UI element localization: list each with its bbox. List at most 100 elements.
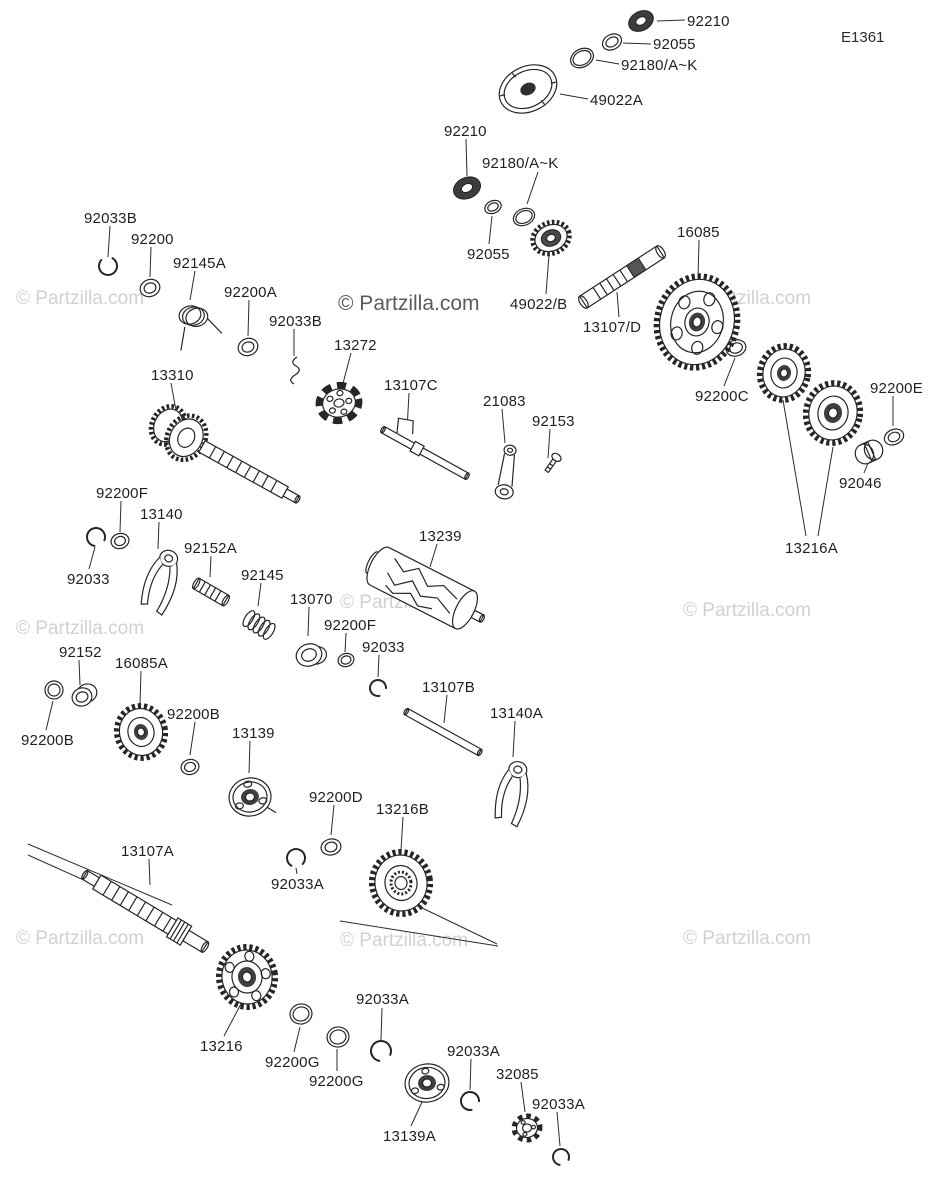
part-label: 92033 — [67, 571, 110, 588]
bolt-92153 — [544, 452, 562, 474]
circlip-92033a-4 — [552, 1148, 570, 1166]
part-label: 13140 — [140, 506, 183, 523]
part-label: 92046 — [839, 475, 882, 492]
part-label: 49022/B — [510, 296, 568, 313]
part-label: 13107B — [422, 679, 475, 696]
washer-92200f-1 — [110, 532, 130, 550]
part-label: 92200B — [167, 706, 220, 723]
part-label: 92200F — [96, 485, 149, 502]
circlip-92033a-1 — [286, 848, 306, 868]
watermark: © Partzilla.com — [683, 928, 812, 949]
drum-13239 — [365, 546, 486, 630]
clip-92033b-2 — [290, 356, 300, 385]
part-label: 92200E — [870, 380, 923, 397]
part-label: 92200D — [309, 789, 363, 806]
part-label: 92200 — [131, 231, 174, 248]
hub-13139 — [228, 777, 277, 817]
part-label: 92200A — [224, 284, 277, 301]
part-label: 13107A — [121, 843, 174, 860]
rod-13107b — [403, 707, 483, 757]
part-label: 13239 — [419, 528, 462, 545]
part-label: 21083 — [483, 393, 526, 410]
washer-92200b-2 — [180, 758, 200, 776]
part-label: 16085 — [677, 224, 720, 241]
washer-92200 — [139, 278, 161, 298]
ring-92180-mid — [512, 207, 536, 227]
sprocket-32085 — [511, 1113, 543, 1143]
fork-13140a — [494, 760, 529, 828]
ring-92200g-2 — [326, 1026, 350, 1048]
spring-92145a — [178, 305, 223, 351]
part-label: 13216 — [200, 1038, 243, 1055]
rod-13107c — [380, 417, 470, 481]
ring-92200b-1 — [44, 680, 64, 700]
part-label: 92200B — [21, 732, 74, 749]
washer-92210-mid — [453, 176, 481, 200]
spring-92145 — [242, 610, 276, 640]
watermark: © Partzilla.com — [16, 618, 145, 639]
washer-92200d — [320, 838, 342, 856]
part-label: 92033A — [447, 1043, 500, 1060]
diagram-code: E1361 — [841, 29, 885, 46]
circlip-92033-2 — [369, 679, 387, 697]
collar-13070 — [295, 643, 328, 667]
watermark: © Partzilla.com — [340, 930, 469, 951]
part-label: 13310 — [151, 367, 194, 384]
circlip-92033a-3 — [460, 1091, 480, 1111]
shaft-13107d — [578, 245, 666, 309]
part-label: 92055 — [653, 36, 696, 53]
washer-92200f-2 — [337, 652, 355, 668]
part-label: 13216A — [785, 540, 838, 557]
gear-13216a-2 — [802, 380, 864, 446]
disc-49022a — [498, 64, 558, 114]
washer-92200c — [725, 339, 747, 357]
part-label: 13139A — [383, 1128, 436, 1145]
part-label: 92210 — [687, 13, 730, 30]
part-label: 92200G — [309, 1073, 364, 1090]
part-label: 92200F — [324, 617, 377, 634]
part-label: 92033B — [269, 313, 322, 330]
part-label: 92210 — [444, 123, 487, 140]
shaft-13107a — [81, 869, 210, 953]
part-label: 92152 — [59, 644, 102, 661]
watermark: © Partzilla.com — [683, 600, 812, 621]
gear-16085 — [653, 273, 741, 371]
part-label: 32085 — [496, 1066, 539, 1083]
part-label: 13140A — [490, 705, 543, 722]
watermark: © Partzilla.com — [16, 288, 145, 309]
washer-92200e — [883, 428, 905, 446]
ring-92180-top — [569, 47, 595, 69]
part-label: 92200G — [265, 1054, 320, 1071]
part-label: 92180/A~K — [621, 57, 698, 74]
plate-13272 — [315, 381, 363, 425]
part-label: 92033 — [362, 639, 405, 656]
circlip-92033a-2 — [370, 1040, 392, 1062]
fork-13140 — [140, 549, 179, 616]
bushing-92152 — [71, 683, 98, 707]
washer-92210-top — [628, 10, 654, 32]
part-label: 92033A — [532, 1096, 585, 1113]
gear-13216 — [215, 944, 279, 1010]
gear-16085a — [113, 703, 169, 761]
watermark: © Partzilla.com — [338, 292, 480, 315]
part-label: 13272 — [334, 337, 377, 354]
ring-92055-top — [601, 33, 623, 51]
part-label: 92033A — [356, 991, 409, 1008]
part-label: 92033B — [84, 210, 137, 227]
hub-13139a — [404, 1063, 450, 1103]
ring-92055-mid — [484, 199, 502, 215]
part-label: 92145A — [173, 255, 226, 272]
circlip-92033b-1 — [98, 256, 118, 276]
gear-13216b — [368, 849, 434, 917]
watermark: © Partzilla.com — [16, 928, 145, 949]
part-label: 92152A — [184, 540, 237, 557]
lever-21083 — [494, 444, 517, 500]
part-label: 13107/D — [583, 319, 642, 336]
part-label: 13139 — [232, 725, 275, 742]
shaft-13310 — [148, 403, 301, 504]
ring-92200g-1 — [289, 1003, 313, 1025]
pin-92152a — [191, 577, 231, 607]
part-label: 92145 — [241, 567, 284, 584]
